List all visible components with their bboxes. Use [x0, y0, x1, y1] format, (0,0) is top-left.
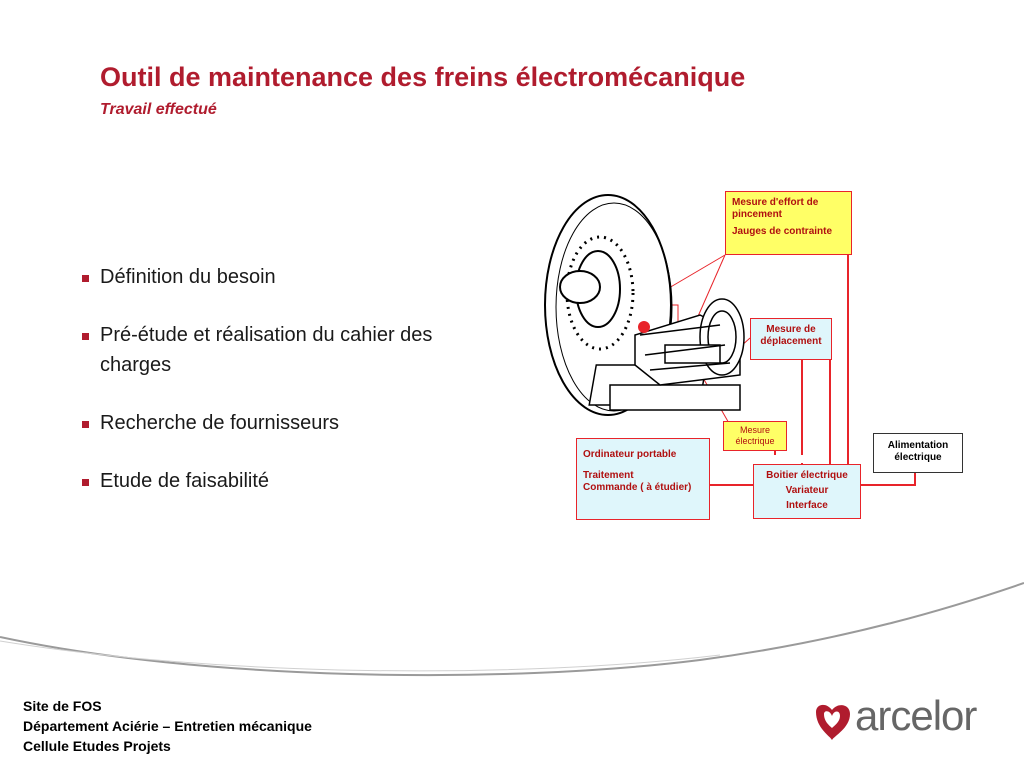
brake-diagram: Mesure d'effort de pincement Jauges de c…	[540, 185, 975, 530]
power-supply-box: Alimentation électrique	[873, 433, 963, 473]
slide-title: Outil de maintenance des freins électrom…	[100, 62, 746, 92]
laptop-box: Ordinateur portable Traitement Commande …	[576, 438, 710, 520]
footer-text: Site de FOS Département Aciérie – Entret…	[23, 698, 312, 754]
bullet-item: Recherche de fournisseurs	[80, 408, 480, 438]
displacement-measure-box: Mesure de déplacement	[750, 318, 832, 360]
bullet-item: Etude de faisabilité	[80, 466, 480, 496]
arcelor-logo-icon	[816, 704, 850, 740]
effort-measure-box: Mesure d'effort de pincement Jauges de c…	[725, 191, 852, 255]
electric-measure-box: Mesure électrique	[723, 421, 787, 451]
arcelor-logo-text: arcelor	[855, 692, 977, 739]
slide-subtitle: Travail effectué	[100, 101, 217, 118]
bullet-marker-icon	[82, 421, 89, 428]
sensor-point-icon	[638, 321, 650, 333]
bullet-item: Pré-étude et réalisation du cahier des c…	[80, 320, 480, 380]
bullet-list: Définition du besoin Pré-étude et réalis…	[80, 262, 480, 524]
bullet-marker-icon	[82, 275, 89, 282]
control-box: Boitier électrique Variateur Interface	[753, 464, 861, 519]
decorative-wave	[0, 582, 1024, 677]
bullet-item: Définition du besoin	[80, 262, 480, 292]
brake-drawing	[544, 194, 916, 486]
bullet-marker-icon	[82, 479, 89, 486]
bullet-marker-icon	[82, 333, 89, 340]
